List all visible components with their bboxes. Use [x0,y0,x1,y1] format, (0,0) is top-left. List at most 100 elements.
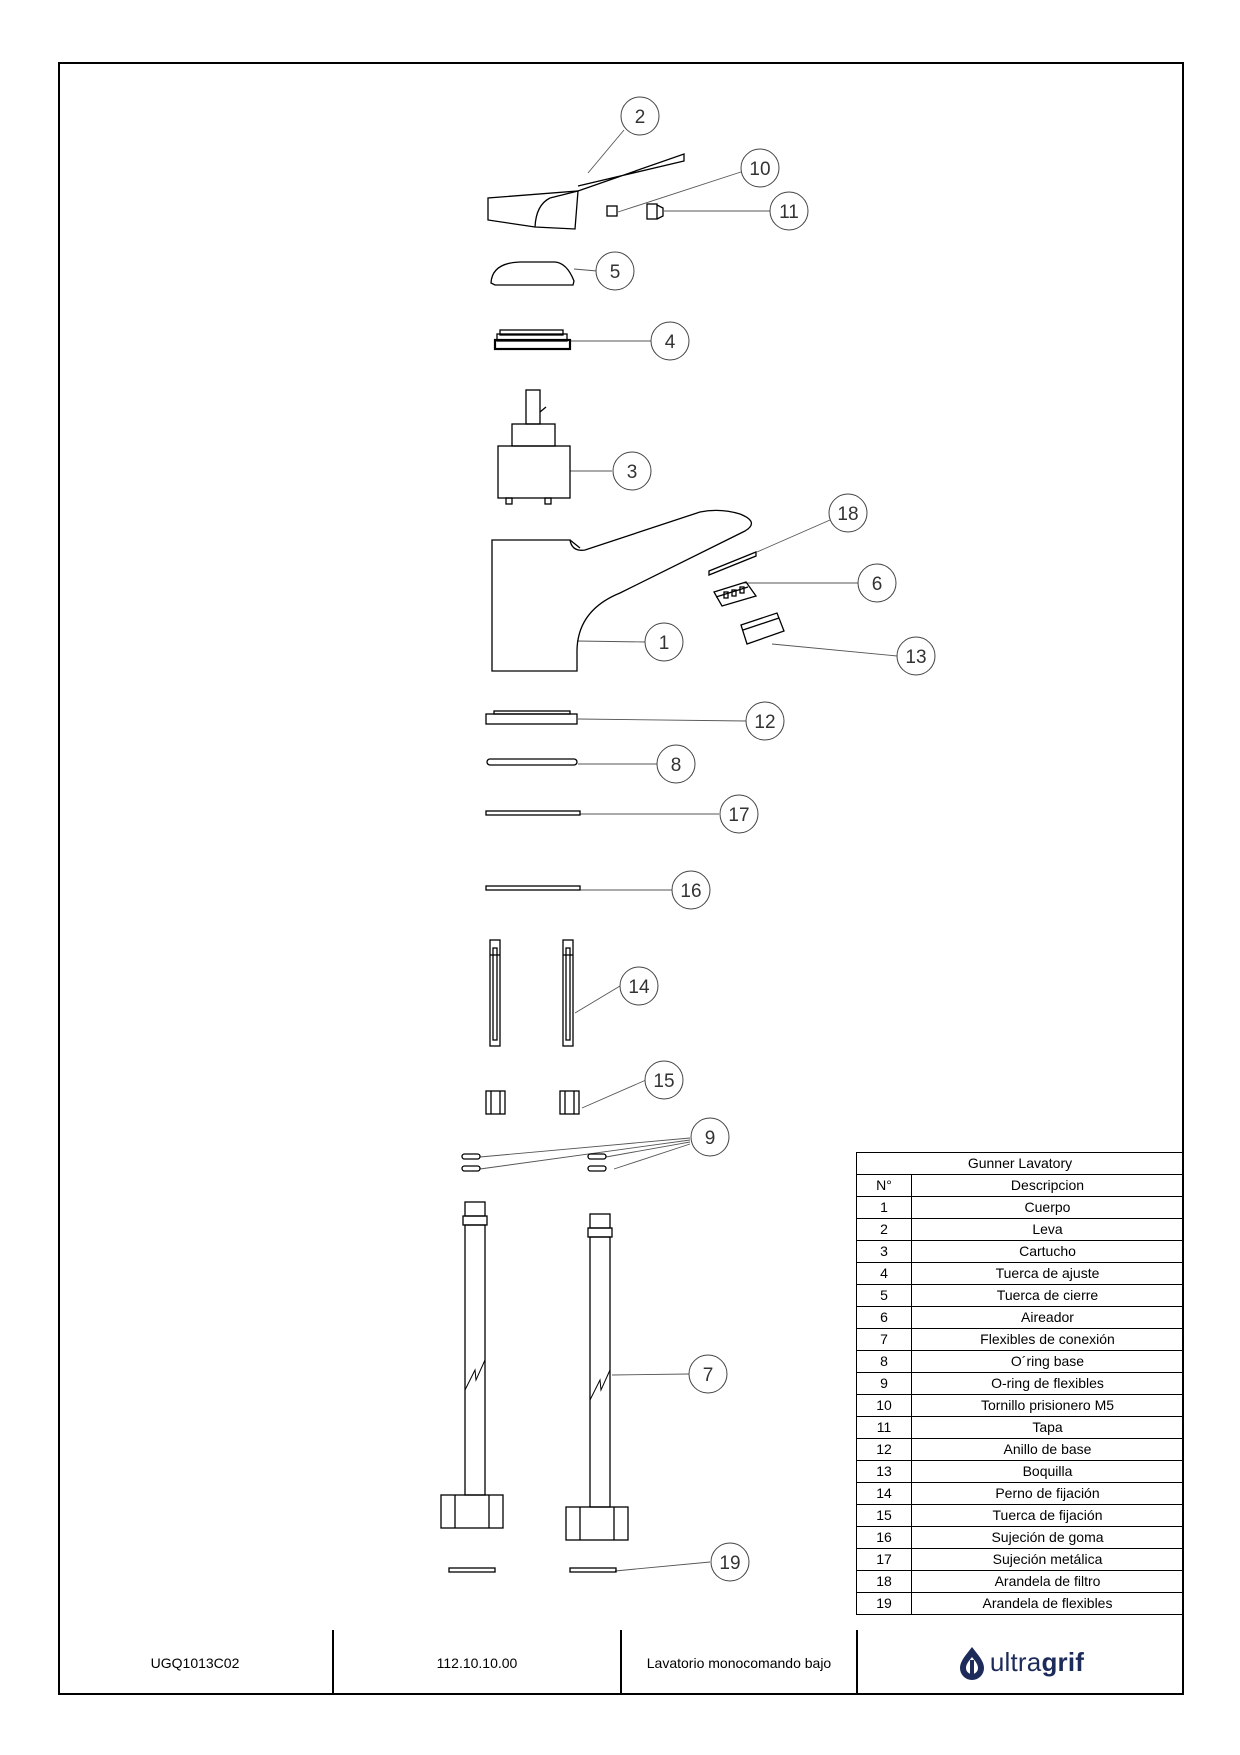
callout-label: 16 [680,881,701,902]
part-9-orings [461,1153,607,1172]
callout-circle [745,701,785,741]
part-8-base-oring [486,758,578,766]
callout-circle [769,191,809,231]
callout-label: 19 [719,1553,740,1574]
callout-circle [644,622,684,662]
part-description: Boquilla [911,1460,1184,1483]
callout-circle [740,148,780,188]
part-number: 12 [856,1438,912,1461]
part-description: Tuerca de fijación [911,1504,1184,1527]
callout-label: 11 [779,202,799,223]
parts-table-header-number: N° [856,1174,912,1197]
part-14-fixing-bolts [489,939,574,1047]
part-10-screw [606,205,618,217]
water-drop-icon [959,1646,984,1680]
brand-wordmark-bold: grif [1041,1647,1085,1677]
part-number: 14 [856,1482,912,1505]
callout-label: 2 [635,107,646,128]
callout-circle [620,96,660,136]
callout-circle [710,1542,750,1582]
part-number: 17 [856,1548,912,1571]
callout-circle [857,563,897,603]
part-7-flexible-hoses [440,1201,629,1541]
part-17-metal-fastening [485,810,581,816]
callout-label: 12 [754,712,775,733]
callout-label: 6 [872,574,883,595]
part-11-cap [646,203,664,220]
callout-label: 3 [627,462,638,483]
part-number: 2 [856,1218,912,1241]
part-description: O-ring de flexibles [911,1372,1184,1395]
part-18-filter-washer [708,551,757,576]
part-13-nozzle [740,612,785,645]
callout-circle [619,966,659,1006]
part-3-cartridge [497,389,571,505]
part-number: 19 [856,1592,912,1615]
callout-circle [650,321,690,361]
title-block-code: UGQ1013C02 [58,1630,334,1695]
part-number: 7 [856,1328,912,1351]
part-number: 9 [856,1372,912,1395]
part-description: Tornillo prisionero M5 [911,1394,1184,1417]
brand-logo: ultragrif [858,1630,1184,1695]
part-number: 5 [856,1284,912,1307]
part-12-base-ring [485,710,578,725]
part-number: 13 [856,1460,912,1483]
callout-circle [828,493,868,533]
part-19-hose-washers [448,1567,617,1573]
part-description: Arandela de filtro [911,1570,1184,1593]
callout-circle [656,744,696,784]
callout-circle [595,251,635,291]
part-16-rubber-fastening [485,885,581,891]
leader-lines [479,129,898,1572]
callout-label: 10 [749,159,770,180]
part-description: Cartucho [911,1240,1184,1263]
part-number: 3 [856,1240,912,1263]
brand-wordmark: ultragrif [990,1647,1084,1678]
parts-table-title: Gunner Lavatory [856,1152,1184,1175]
part-description: Sujeción de goma [911,1526,1184,1549]
part-description: Arandela de flexibles [911,1592,1184,1615]
part-number: 8 [856,1350,912,1373]
callout-circle [690,1117,730,1157]
callout-label: 18 [837,504,858,525]
title-block-description: Lavatorio monocomando bajo [622,1630,858,1695]
callout-label: 14 [628,977,650,998]
callout-circle [644,1060,684,1100]
part-1-body [491,509,752,672]
part-number: 16 [856,1526,912,1549]
part-description: Perno de fijación [911,1482,1184,1505]
callout-label: 5 [610,262,621,283]
part-number: 15 [856,1504,912,1527]
part-description: Cuerpo [911,1196,1184,1219]
callout-circle [671,870,711,910]
callout-label: 8 [671,755,682,776]
part-description: Tuerca de ajuste [911,1262,1184,1285]
part-15-fixing-nuts [485,1090,580,1115]
part-number: 1 [856,1196,912,1219]
part-description: Tuerca de cierre [911,1284,1184,1307]
brand-wordmark-light: ultra [989,1647,1042,1677]
part-description: Flexibles de conexión [911,1328,1184,1351]
part-description: Tapa [911,1416,1184,1439]
callout-circle [612,451,652,491]
callout-circle [719,794,759,834]
part-number: 18 [856,1570,912,1593]
